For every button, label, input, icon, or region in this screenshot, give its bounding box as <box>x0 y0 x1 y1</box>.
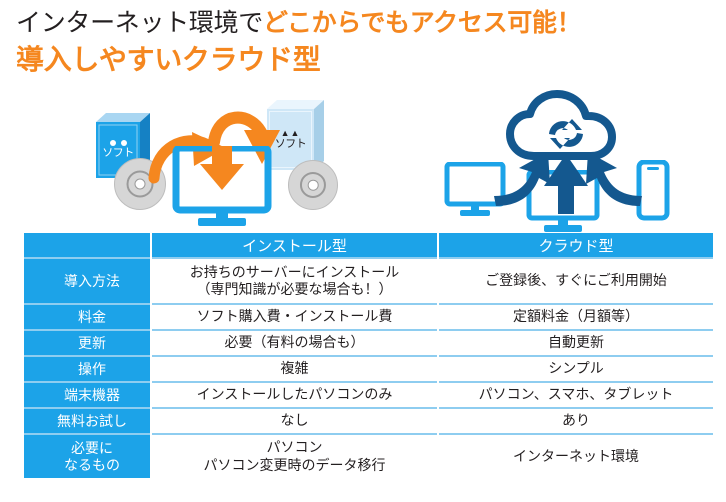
table-row: 必要に なるもの パソコン パソコン変更時のデータ移行 インターネット環境 <box>22 434 715 478</box>
table-header-cloud: クラウド型 <box>437 233 715 258</box>
row-label-devices: 端末機器 <box>22 382 152 408</box>
cell-cloud-update: 自動更新 <box>437 330 715 356</box>
cell-install-devices: インストールしたパソコンのみ <box>150 382 439 408</box>
cell-install-free-trial: なし <box>150 408 439 434</box>
cell-cloud-free-trial: あり <box>437 408 715 434</box>
table-header-row: インストール型 クラウド型 <box>22 233 715 258</box>
comparison-table: インストール型 クラウド型 導入方法 お持ちのサーバーにインストール （専門知識… <box>22 233 715 478</box>
row-label-free-trial: 無料お試し <box>22 408 152 434</box>
heading-line-2: 導入しやすいクラウド型 <box>16 43 716 77</box>
table-row: 更新 必要（有料の場合も） 自動更新 <box>22 330 715 356</box>
monitor-icon-left <box>444 162 506 216</box>
cd-disc-icon-right <box>288 160 338 210</box>
software-box-right-face: ▲▲ ソフト <box>267 109 314 170</box>
cell-cloud-devices: パソコン、スマホ、タブレット <box>437 382 715 408</box>
row-label-operation: 操作 <box>22 356 152 382</box>
sync-arrows-icon <box>549 119 583 149</box>
row-label-update: 更新 <box>22 330 152 356</box>
software-box-dots-icon <box>109 140 127 147</box>
table-row: 端末機器 インストールしたパソコンのみ パソコン、スマホ、タブレット <box>22 382 715 408</box>
cell-install-requirements: パソコン パソコン変更時のデータ移行 <box>150 434 439 478</box>
cell-install-install-method: お持ちのサーバーにインストール （専門知識が必要な場合も！） <box>150 258 439 304</box>
heading-line-2-orange: 導入しやすいクラウド型 <box>16 43 321 75</box>
curved-arrow-icon-right <box>208 111 268 148</box>
software-box-left-label: ソフト <box>102 147 134 160</box>
cell-install-price: ソフト購入費・インストール費 <box>150 304 439 330</box>
cloud-sync-icon <box>506 90 616 160</box>
software-box-right: ▲▲ ソフト <box>267 100 325 172</box>
heading-line-1-orange: どこからでもアクセス可能！ <box>263 9 582 37</box>
heading-line-1-black: インターネット環境で <box>16 9 264 37</box>
row-label-requirements: 必要に なるもの <box>22 434 152 478</box>
heading-line-1: インターネット環境でどこからでもアクセス可能！ <box>16 8 716 39</box>
software-box-right-label: ソフト <box>274 137 307 150</box>
cloud-type-illustration <box>440 88 690 232</box>
upload-arrows-icon-group <box>494 152 642 214</box>
table-row: 無料お試し なし あり <box>22 408 715 434</box>
smartphone-icon <box>636 160 670 221</box>
download-arrow-icon <box>200 146 244 190</box>
cell-cloud-price: 定額料金（月額等） <box>437 304 715 330</box>
table-row: 料金 ソフト購入費・インストール費 定額料金（月額等） <box>22 304 715 330</box>
install-type-illustration: ソフト ▲▲ ソフト <box>92 88 352 228</box>
cell-install-operation: 複雑 <box>150 356 439 382</box>
row-label-install-method: 導入方法 <box>22 258 152 304</box>
table-row: 操作 複雑 シンプル <box>22 356 715 382</box>
software-box-triangles-icon: ▲▲ <box>280 127 301 138</box>
cell-cloud-requirements: インターネット環境 <box>437 434 715 478</box>
table-header-install: インストール型 <box>150 233 439 258</box>
illustration-band: ソフト ▲▲ ソフト <box>0 88 726 233</box>
page-heading: インターネット環境でどこからでもアクセス可能！ 導入しやすいクラウド型 <box>16 8 716 77</box>
table-row: 導入方法 お持ちのサーバーにインストール （専門知識が必要な場合も！） ご登録後… <box>22 258 715 304</box>
software-box-left-face: ソフト <box>96 122 140 178</box>
monitor-icon <box>172 146 272 226</box>
cell-cloud-operation: シンプル <box>437 356 715 382</box>
table-header-label-cell <box>22 233 152 258</box>
row-label-price: 料金 <box>22 304 152 330</box>
cell-install-update: 必要（有料の場合も） <box>150 330 439 356</box>
cell-cloud-install-method: ご登録後、すぐにご利用開始 <box>437 258 715 304</box>
